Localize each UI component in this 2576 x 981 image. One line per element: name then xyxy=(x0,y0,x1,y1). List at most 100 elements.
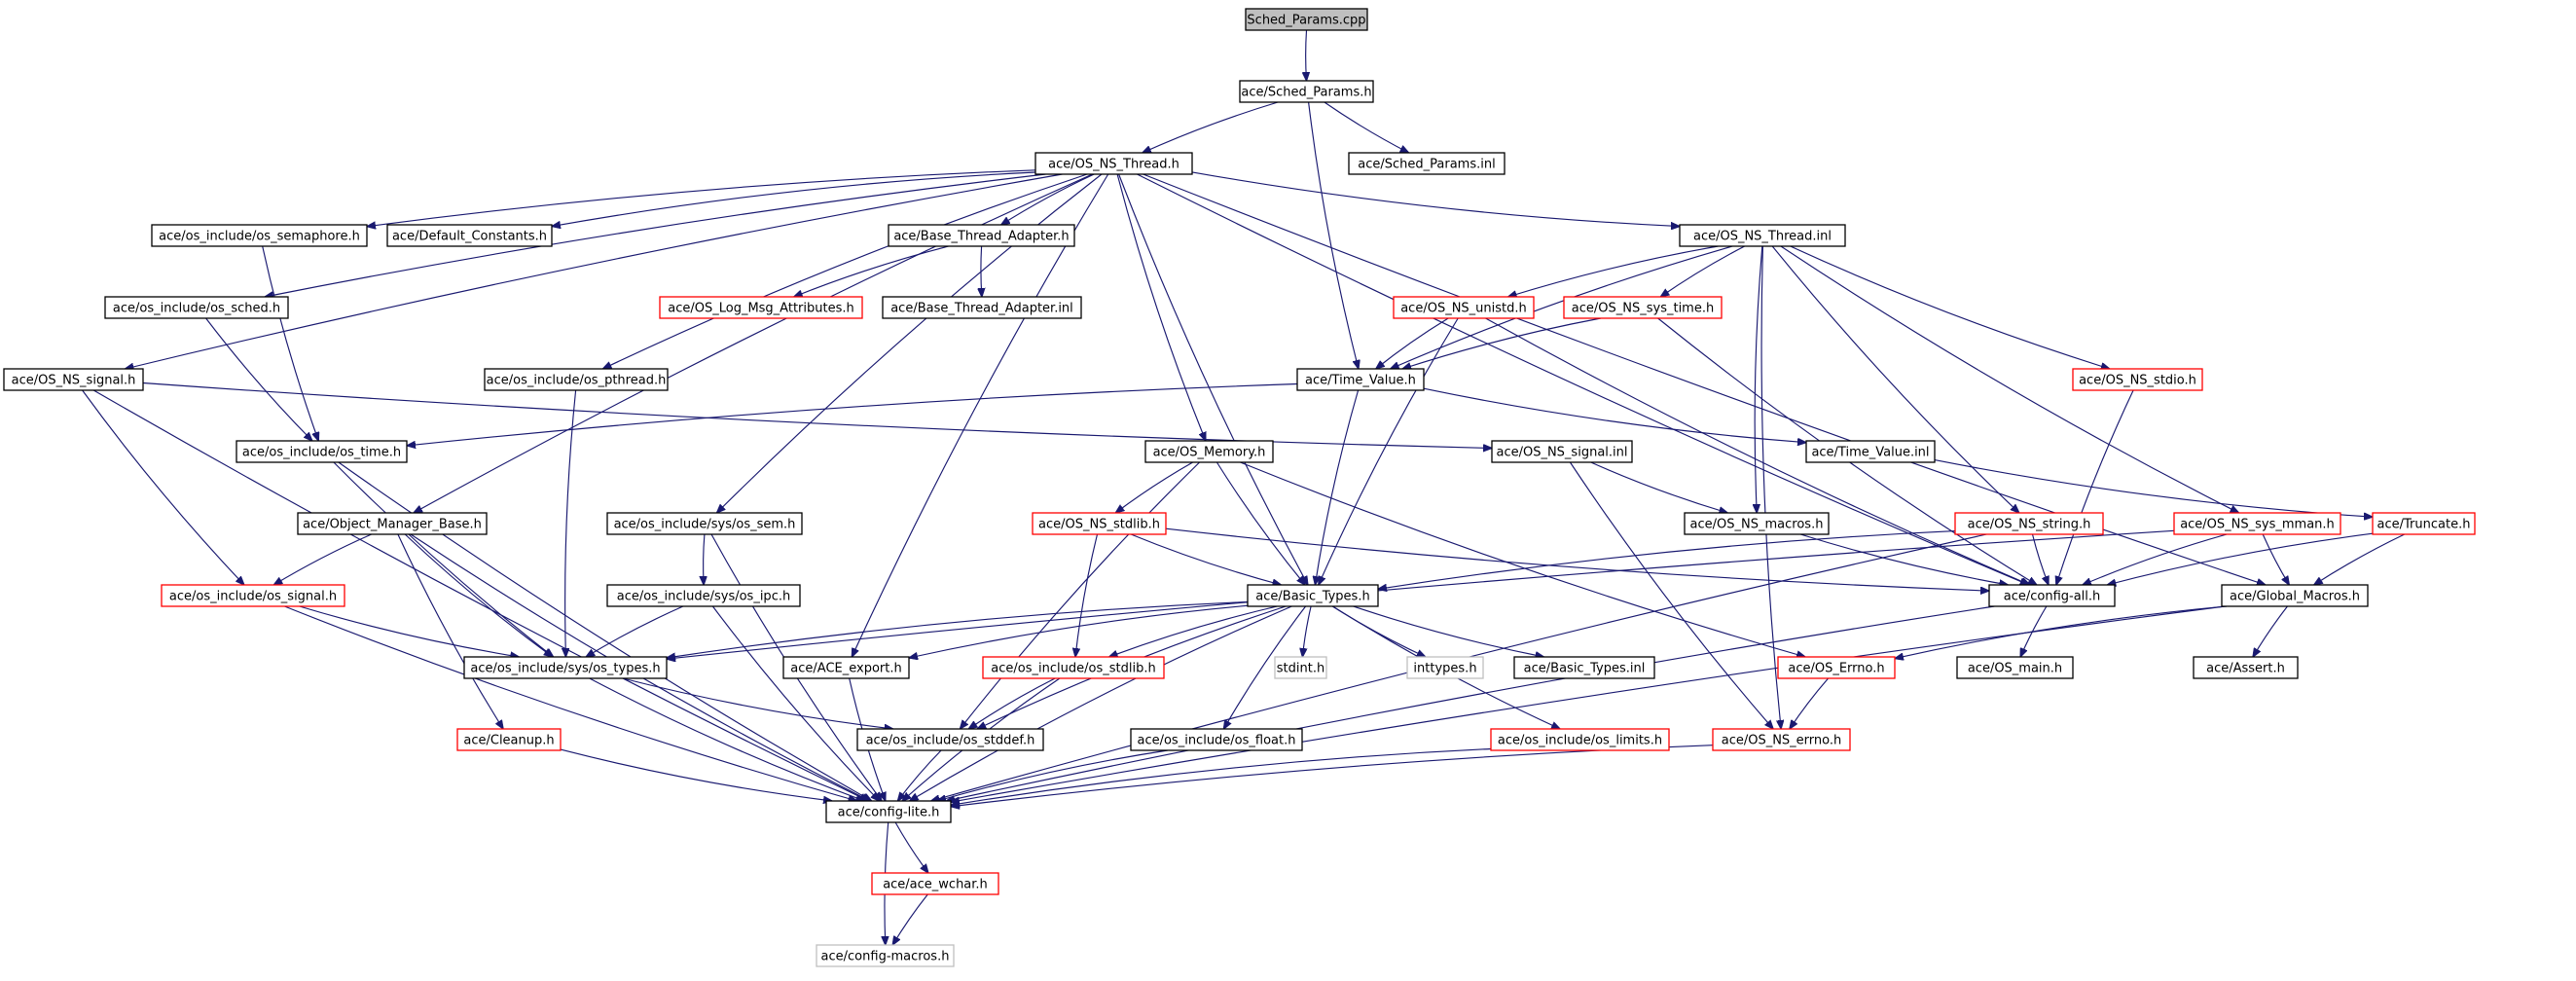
node-box xyxy=(1348,152,1506,175)
edge-os_ns_thread_h-to-os_semaphore xyxy=(367,169,1036,227)
node-os_semaphore[interactable]: ace/os_include/os_semaphore.h xyxy=(151,224,368,247)
node-label: ace/config-all.h xyxy=(2004,590,2101,604)
edge-time_value_h-to-basic_types_h xyxy=(1315,389,1360,585)
node-os_ipc[interactable]: ace/os_include/sys/os_ipc.h xyxy=(606,584,801,607)
node-label: ace/os_include/os_semaphore.h xyxy=(159,230,360,244)
node-box xyxy=(2193,656,2299,679)
node-box xyxy=(3,368,144,391)
node-box xyxy=(1954,512,2104,535)
node-os_ns_string[interactable]: ace/OS_NS_string.h xyxy=(1954,512,2104,535)
node-os_stdlib[interactable]: ace/os_include/os_stdlib.h xyxy=(982,656,1165,679)
node-label: ace/OS_Memory.h xyxy=(1153,446,1266,460)
edge-os_ns_thread_h-to-config_all xyxy=(1137,173,2028,585)
node-os_time[interactable]: ace/os_include/os_time.h xyxy=(236,440,408,463)
edge-os_ns_signal_h-to-config_lite xyxy=(92,389,868,801)
node-time_value_h[interactable]: ace/Time_Value.h xyxy=(1296,368,1425,391)
node-truncate[interactable]: ace/Truncate.h xyxy=(2372,512,2476,535)
node-box xyxy=(463,656,668,679)
node-config_lite[interactable]: ace/config-lite.h xyxy=(825,800,952,823)
node-box xyxy=(236,440,408,463)
node-os_ns_sys_time[interactable]: ace/OS_NS_sys_time.h xyxy=(1563,296,1723,319)
node-label: ace/config-lite.h xyxy=(838,806,940,820)
node-os_ns_errno[interactable]: ace/OS_NS_errno.h xyxy=(1712,728,1851,751)
node-os_ns_thread_h[interactable]: ace/OS_NS_Thread.h xyxy=(1034,152,1193,175)
node-time_value_inl[interactable]: ace/Time_Value.inl xyxy=(1805,440,1936,463)
edge-time_value_h-to-os_time xyxy=(407,382,1298,446)
node-box xyxy=(1956,656,2074,679)
node-inttypes[interactable]: inttypes.h xyxy=(1406,656,1484,679)
node-label: ace/OS_main.h xyxy=(1968,662,2062,676)
node-box xyxy=(1805,440,1936,463)
edge-os_signal-to-config_lite xyxy=(284,605,856,801)
node-os_ns_stdio[interactable]: ace/OS_NS_stdio.h xyxy=(2072,368,2203,391)
node-box xyxy=(856,728,1044,751)
node-label: ace/OS_NS_sys_mman.h xyxy=(2180,518,2335,532)
node-os_ns_macros[interactable]: ace/OS_NS_macros.h xyxy=(1684,512,1830,535)
node-box xyxy=(871,872,999,895)
node-assert_h[interactable]: ace/Assert.h xyxy=(2193,656,2299,679)
node-os_log_msg[interactable]: ace/OS_Log_Msg_Attributes.h xyxy=(659,296,863,319)
node-object_manager_base[interactable]: ace/Object_Manager_Base.h xyxy=(297,512,488,535)
edge-os_ns_thread_inl-to-os_ns_errno xyxy=(1760,245,1781,729)
node-os_signal[interactable]: ace/os_include/os_signal.h xyxy=(161,584,345,607)
node-os_sched[interactable]: ace/os_include/os_sched.h xyxy=(104,296,289,319)
edge-os_ns_thread_h-to-os_pthread xyxy=(602,173,1088,369)
node-os_ns_signal_h[interactable]: ace/OS_NS_signal.h xyxy=(3,368,144,391)
node-ace_wchar[interactable]: ace/ace_wchar.h xyxy=(871,872,999,895)
edge-os_ns_stdio-to-config_all xyxy=(2056,389,2134,585)
edge-os_ns_thread_h-to-object_manager_base xyxy=(414,173,1093,513)
node-os_ns_stdlib[interactable]: ace/OS_NS_stdlib.h xyxy=(1032,512,1167,535)
edge-os_ns_string-to-basic_types_h xyxy=(1378,530,1956,590)
node-box xyxy=(484,368,669,391)
edge-os_ns_sys_mman-to-global_macros xyxy=(2262,533,2289,585)
node-default_constants[interactable]: ace/Default_Constants.h xyxy=(386,224,553,247)
node-basic_types_h[interactable]: ace/Basic_Types.h xyxy=(1247,584,1379,607)
node-config_all[interactable]: ace/config-all.h xyxy=(1988,584,2116,607)
edge-truncate-to-global_macros xyxy=(2314,533,2406,585)
node-box xyxy=(2173,512,2341,535)
node-os_stddef[interactable]: ace/os_include/os_stddef.h xyxy=(856,728,1044,751)
node-sched_h[interactable]: ace/Sched_Params.h xyxy=(1239,80,1374,103)
node-os_ns_signal_inl[interactable]: ace/OS_NS_signal.inl xyxy=(1491,440,1633,463)
node-os_sem[interactable]: ace/os_include/sys/os_sem.h xyxy=(606,512,803,535)
node-box xyxy=(2372,512,2476,535)
node-cleanup[interactable]: ace/Cleanup.h xyxy=(456,728,562,751)
node-stdint[interactable]: stdint.h xyxy=(1274,656,1327,679)
node-sched_cpp[interactable]: Sched_Params.cpp xyxy=(1245,8,1368,31)
node-os_ns_unistd[interactable]: ace/OS_NS_unistd.h xyxy=(1393,296,1535,319)
node-os_main[interactable]: ace/OS_main.h xyxy=(1956,656,2074,679)
node-box xyxy=(888,224,1075,247)
node-os_pthread[interactable]: ace/os_include/os_pthread.h xyxy=(484,368,669,391)
node-box xyxy=(1491,440,1633,463)
node-os_memory[interactable]: ace/OS_Memory.h xyxy=(1144,440,1274,463)
edge-basic_types_h-to-config_lite xyxy=(910,605,1292,801)
node-sched_inl[interactable]: ace/Sched_Params.inl xyxy=(1348,152,1506,175)
node-base_thread_adapter[interactable]: ace/Base_Thread_Adapter.h xyxy=(888,224,1075,247)
node-global_macros[interactable]: ace/Global_Macros.h xyxy=(2221,584,2369,607)
node-os_errno[interactable]: ace/OS_Errno.h xyxy=(1777,656,1896,679)
node-os_float[interactable]: ace/os_include/os_float.h xyxy=(1130,728,1303,751)
edge-global_macros-to-assert_h xyxy=(2253,605,2288,657)
edge-os_ns_thread_h-to-os_memory xyxy=(1116,173,1206,441)
node-label: ace/Default_Constants.h xyxy=(392,230,547,244)
node-os_ns_thread_inl[interactable]: ace/OS_NS_Thread.inl xyxy=(1679,224,1846,247)
edge-os_ns_thread_inl-to-os_ns_macros xyxy=(1755,245,1763,513)
edge-ace_wchar-to-config_macros xyxy=(892,893,928,945)
edge-sched_h-to-os_ns_thread_h xyxy=(1143,101,1279,153)
node-os_ns_sys_mman[interactable]: ace/OS_NS_sys_mman.h xyxy=(2173,512,2341,535)
edge-os_ns_thread_h-to-os_ns_thread_inl xyxy=(1191,171,1680,227)
node-label: ace/OS_NS_macros.h xyxy=(1690,518,1824,532)
node-config_macros[interactable]: ace/config-macros.h xyxy=(816,944,955,967)
node-base_thread_adapter_inl[interactable]: ace/Base_Thread_Adapter.inl xyxy=(882,296,1082,319)
node-box xyxy=(782,656,910,679)
node-box xyxy=(1247,584,1379,607)
node-label: ace/OS_NS_string.h xyxy=(1968,518,2091,532)
node-basic_types_inl[interactable]: ace/Basic_Types.inl xyxy=(1513,656,1655,679)
node-os_limits[interactable]: ace/os_include/os_limits.h xyxy=(1490,728,1670,751)
edge-os_ns_thread_inl-to-os_ns_sys_time xyxy=(1660,245,1745,297)
node-os_types[interactable]: ace/os_include/sys/os_types.h xyxy=(463,656,668,679)
node-ace_export[interactable]: ace/ACE_export.h xyxy=(782,656,910,679)
edge-os_ns_unistd-to-config_all xyxy=(1485,317,2031,585)
edge-os_ns_thread_h-to-default_constants xyxy=(552,171,1036,227)
node-label: ace/os_include/os_pthread.h xyxy=(487,374,667,388)
